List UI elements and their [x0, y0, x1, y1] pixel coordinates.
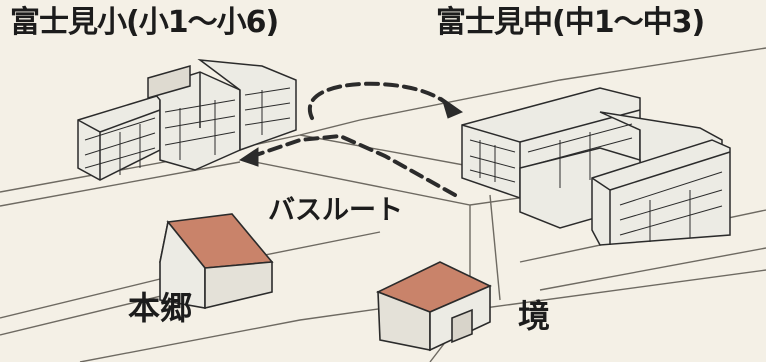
- arrowheads: [238, 96, 464, 167]
- house-icon: [159, 213, 274, 310]
- school-building-icon: [77, 58, 297, 181]
- school-building-icon: [461, 87, 731, 246]
- dashed-arrow-icon: [254, 81, 457, 197]
- district-sakai-label: 境: [518, 297, 551, 335]
- bus-route-label: バスルート: [268, 195, 403, 226]
- west-school-label: 富士見小(小1〜小6): [10, 5, 279, 40]
- district-hongo-label: 本郷: [128, 289, 193, 327]
- house-icon: [375, 261, 492, 352]
- east-school-label: 富士見中(中1〜中3): [436, 5, 705, 40]
